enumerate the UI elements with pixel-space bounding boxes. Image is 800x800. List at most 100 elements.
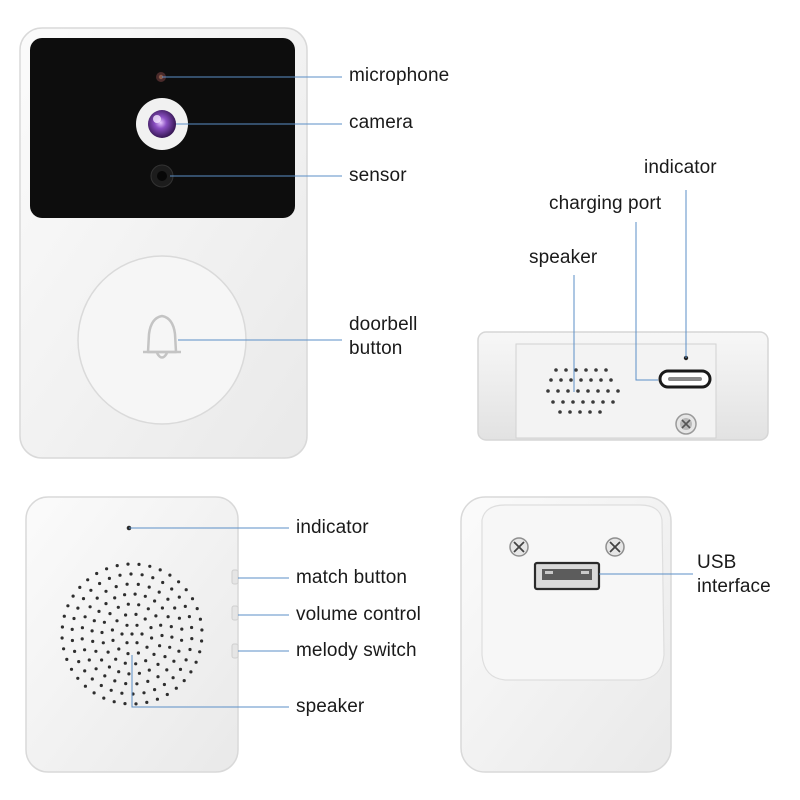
grill-hole (90, 629, 94, 633)
grill-hole (92, 619, 96, 623)
label-usb-line2: interface (697, 576, 771, 597)
grill-hole (105, 567, 109, 571)
grill-hole (95, 596, 99, 600)
grill-hole (103, 674, 107, 678)
leader-lines (129, 76, 693, 708)
grill-hole (94, 667, 98, 671)
grill-hole (127, 672, 131, 676)
grill-hole (90, 677, 94, 681)
grill-hole (94, 649, 98, 653)
grill-hole (184, 588, 188, 592)
grill-hole (60, 636, 64, 640)
grill-hole (174, 686, 178, 690)
label-microphone: microphone (349, 65, 450, 86)
camera-lens (148, 110, 176, 138)
grill-hole (62, 647, 66, 651)
grill-hole (165, 692, 169, 697)
grill-hole (182, 679, 186, 683)
grill-hole (150, 636, 154, 640)
grill-hole (183, 604, 187, 609)
grill-hole (146, 607, 150, 611)
grill-hole (170, 635, 174, 639)
grill-hole (135, 623, 139, 627)
grill-hole (168, 573, 172, 577)
grill-hole (166, 615, 170, 619)
grill-hole (71, 594, 75, 598)
speaker-holes-top (546, 368, 620, 414)
grill-hole (124, 682, 128, 686)
grill-hole (126, 652, 130, 656)
grill-hole (81, 597, 86, 601)
grill-hole (115, 564, 119, 568)
grill-hole (190, 637, 194, 641)
grill-hole (145, 645, 149, 649)
grill-hole (83, 615, 87, 619)
grill-hole (148, 564, 152, 568)
grill-hole (60, 625, 64, 629)
grill-hole (156, 662, 160, 667)
grill-hole (129, 572, 133, 576)
grill-hole (86, 578, 90, 582)
label-indicator-receiver: indicator (296, 517, 369, 538)
grill-hole (158, 644, 162, 648)
grill-hole (137, 603, 141, 607)
label-melody-switch: melody switch (296, 640, 417, 661)
label-sensor: sensor (349, 165, 407, 186)
grill-hole (100, 658, 104, 662)
grill-hole (120, 691, 124, 695)
grill-hole (190, 625, 194, 630)
label-indicator-top: indicator (644, 157, 717, 178)
grill-hole (137, 562, 141, 567)
grill-hole (170, 587, 174, 591)
grill-hole (97, 609, 101, 614)
grill-hole (102, 620, 106, 624)
grill-hole (69, 667, 74, 671)
label-charging-port: charging port (549, 193, 662, 214)
grill-hole (123, 702, 127, 706)
grill-hole (76, 606, 80, 610)
grill-hole (143, 617, 147, 621)
label-speaker-receiver: speaker (296, 696, 365, 717)
bell-icon (143, 314, 181, 359)
grill-hole (102, 696, 106, 700)
grill-hole (162, 682, 166, 687)
grill-hole (172, 659, 176, 663)
grill-hole (198, 650, 202, 654)
grill-hole (136, 651, 140, 655)
grill-hole (117, 647, 121, 651)
grill-hole (100, 630, 104, 635)
speaker-grill (60, 562, 204, 706)
grill-hole (180, 627, 184, 631)
grill-hole (126, 602, 130, 606)
grill-hole (161, 580, 165, 585)
grill-hole (62, 614, 66, 618)
grill-hole (111, 638, 115, 643)
grill-hole (147, 585, 151, 589)
grill-hole (126, 562, 130, 566)
grill-hole (177, 616, 181, 620)
grill-hole (189, 670, 193, 674)
grill-hole (120, 632, 124, 636)
grill-hole (156, 675, 160, 679)
label-usb-interface: USB interface (697, 551, 771, 599)
grill-hole (153, 688, 157, 692)
grill-hole (157, 590, 161, 594)
grill-hole (101, 641, 105, 645)
grill-hole (194, 660, 198, 664)
grill-hole (142, 691, 146, 695)
grill-hole (163, 655, 167, 659)
grill-hole (198, 617, 202, 621)
grill-hole (137, 671, 141, 675)
label-doorbell-button: doorbell button (349, 313, 417, 361)
grill-hole (158, 568, 162, 572)
grill-hole (114, 657, 118, 661)
grill-hole (160, 606, 164, 610)
grill-hole (133, 592, 137, 596)
label-camera: camera (349, 112, 413, 133)
grill-hole (147, 668, 151, 672)
doorbell-bottom-view (477, 331, 769, 441)
grill-hole (149, 626, 153, 630)
grill-hole (135, 682, 139, 686)
grill-hole (200, 628, 204, 632)
